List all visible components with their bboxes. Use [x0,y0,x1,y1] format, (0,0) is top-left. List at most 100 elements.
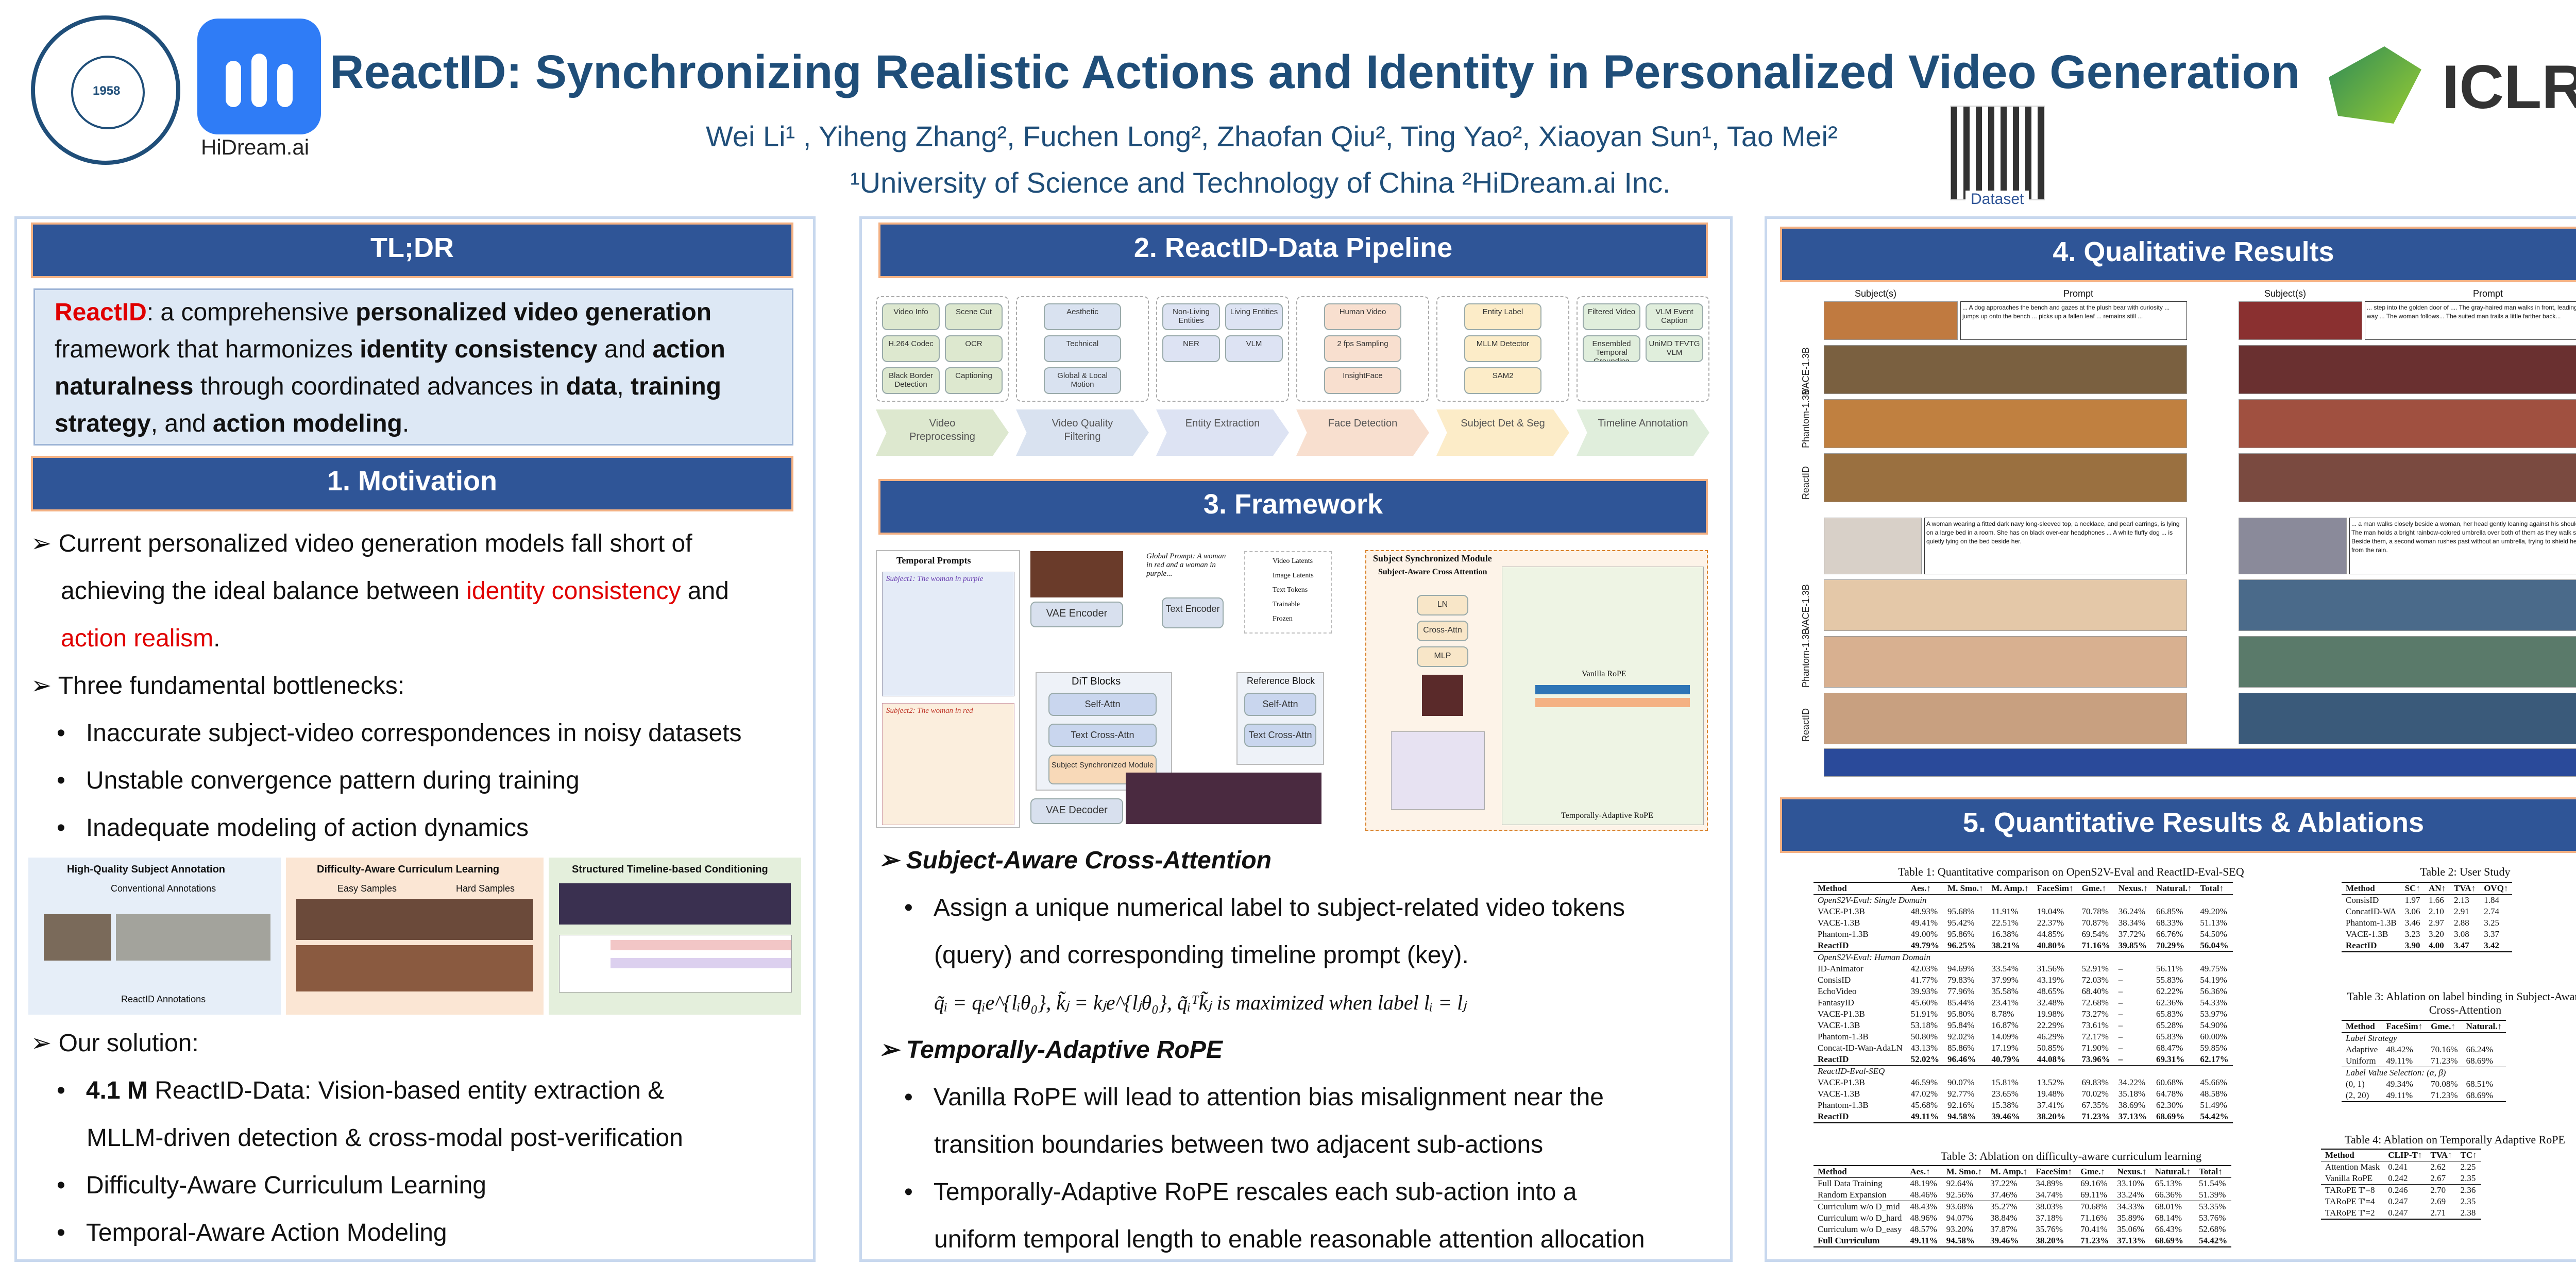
table-header-cell: FaceSim↑ [2032,882,2078,895]
table-cell: 40.79% [1991,1054,2020,1064]
tarope-label: Temporally-Adaptive RoPE [1561,811,1653,820]
qr-caption[interactable]: Dataset [1965,191,2029,208]
table-cell: VACE-1.3B [2346,929,2388,939]
pipeline-chip: Technical [1044,335,1121,362]
table-cell: Phantom-1.3B [2346,918,2397,928]
fig-title: High-Quality Subject Annotation [67,864,226,875]
table-cell: 2.25 [2460,1162,2476,1172]
table-cell: 54.90% [2200,1020,2227,1030]
table-cell: – [2118,1020,2123,1030]
table-caption: Table 3: Ablation on label binding in Su… [2347,990,2576,1016]
motivation-bullets: ➢ Current personalized video generation … [31,530,742,842]
pipeline-chip: VLM Event Caption [1646,303,1703,330]
table-cell: 0.246 [2388,1185,2408,1195]
table-header-cell: Natural.↑ [2151,882,2196,895]
sacs-title: Subject-Aware Cross Attention [1378,568,1487,576]
tldr-text: , and [150,410,213,437]
table-cell: Full Curriculum [1818,1236,1880,1245]
pipeline-group [1016,296,1149,402]
table-cell: 93.20% [1946,1224,1974,1234]
global-prompt: Global Prompt: A woman in red and a woma… [1146,552,1226,578]
table-cell: 68.14% [2155,1213,2182,1223]
framework-text: Assign a unique numerical label to subje… [933,894,1625,921]
table-cell: 48.19% [1910,1178,1937,1188]
table-cell: Curriculum w/o D_mid [1818,1202,1900,1211]
table-cell: 46.29% [2037,1032,2064,1041]
table-cell: 48.93% [1910,906,1938,916]
table-cell: 37.13% [2117,1236,2146,1245]
table-header-cell: AN↑ [2424,882,2450,895]
table-cell: 41.77% [1910,975,1938,985]
iclr-logo-mark [2329,46,2421,124]
table-cell: 62.17% [2200,1054,2229,1064]
table-cell: 45.68% [1910,1100,1938,1110]
table-cell: 69.31% [2156,1054,2185,1064]
table-cell: 33.54% [1991,964,2019,973]
table-cell: 54.33% [2200,998,2227,1007]
qualitative-heading: 4. Qualitative Results [1780,227,2576,282]
temporal-prompts-title: Temporal Prompts [896,555,971,566]
table-cell: Curriculum w/o D_hard [1818,1213,1902,1223]
table-header-cell: TC↑ [2456,1149,2481,1161]
table-cell: 49.00% [1910,929,1938,939]
table-header-cell: TVA↑ [2426,1149,2456,1161]
solution-text: ReactID-Data: Vision-based entity extrac… [147,1077,665,1104]
table-cell: 36.24% [2118,906,2146,916]
table-cell: – [2118,1032,2123,1041]
tldr-text: action modeling [212,410,402,437]
table-cell: 49.11% [2386,1056,2413,1066]
table-cell: 38.34% [2118,918,2146,928]
table-cell: 1.97 [2404,895,2420,905]
pipeline-group [1296,296,1429,402]
table-cell: 94.58% [1946,1236,1975,1245]
table-cell: 69.11% [2080,1190,2107,1200]
tldr-text: framework that harmonizes [55,336,360,363]
table-cell: 53.97% [2200,1009,2227,1019]
text-encoder-block: Text Encoder [1162,597,1224,628]
table-cell: 92.56% [1946,1190,1974,1200]
table-cell: 65.13% [2155,1178,2182,1188]
table-cell: 37.46% [1990,1190,2018,1200]
table-cell: 34.33% [2117,1202,2144,1211]
table-cell: 48.57% [1910,1224,1937,1234]
table-cell: 37.13% [2118,1111,2147,1121]
table-cell: 2.13 [2454,895,2469,905]
tldr-text: through coordinated advances in [193,373,566,400]
tldr-text: action naturalness [55,336,725,400]
table-cell: 71.23% [2080,1236,2109,1245]
table-cell: 68.69% [2466,1090,2493,1100]
table-row: (0, 1)49.34%70.08%68.51% [2342,1079,2506,1090]
table-cell: 2.97 [2428,918,2444,928]
table-cell: 50.85% [2037,1043,2064,1053]
table-cell: 95.84% [1947,1020,1975,1030]
table-cell: 54.50% [2200,929,2227,939]
table-cell: 3.25 [2484,918,2499,928]
pipeline-stage: Timeline Annotation [1577,409,1709,456]
table-cell: 31.56% [2037,964,2064,973]
row-label: Phantom-1.3B [1801,628,1811,688]
table-cell: 48.65% [2037,986,2064,996]
table-cell: 43.19% [2037,975,2064,985]
table-cell: VACE-1.3B [1818,1020,1860,1030]
table-cell: 34.89% [2036,1178,2063,1188]
table-caption: Table 1: Quantitative comparison on Open… [1898,865,2244,878]
table-cell: Phantom-1.3B [1818,1100,1869,1110]
col-header: Prompt [2063,288,2094,299]
table-cell: EchoVideo [1818,986,1857,996]
table-cell: 71.23% [2431,1090,2458,1100]
table-section-title: Label Value Selection: (α, β) [2342,1067,2506,1079]
tldr-text: personalized video generation [355,299,712,326]
table-row: (2, 20)49.11%71.23%68.69% [2342,1090,2506,1102]
table-cell: 39.93% [1910,986,1938,996]
table-caption: Table 4: Ablation on Temporally Adaptive… [2345,1133,2565,1146]
table-cell: 96.25% [1947,940,1976,950]
table-cell: 32.48% [2037,998,2064,1007]
table-cell: 38.21% [1991,940,2020,950]
table-cell: 3.20 [2428,929,2444,939]
qr-code[interactable] [1950,106,2045,200]
